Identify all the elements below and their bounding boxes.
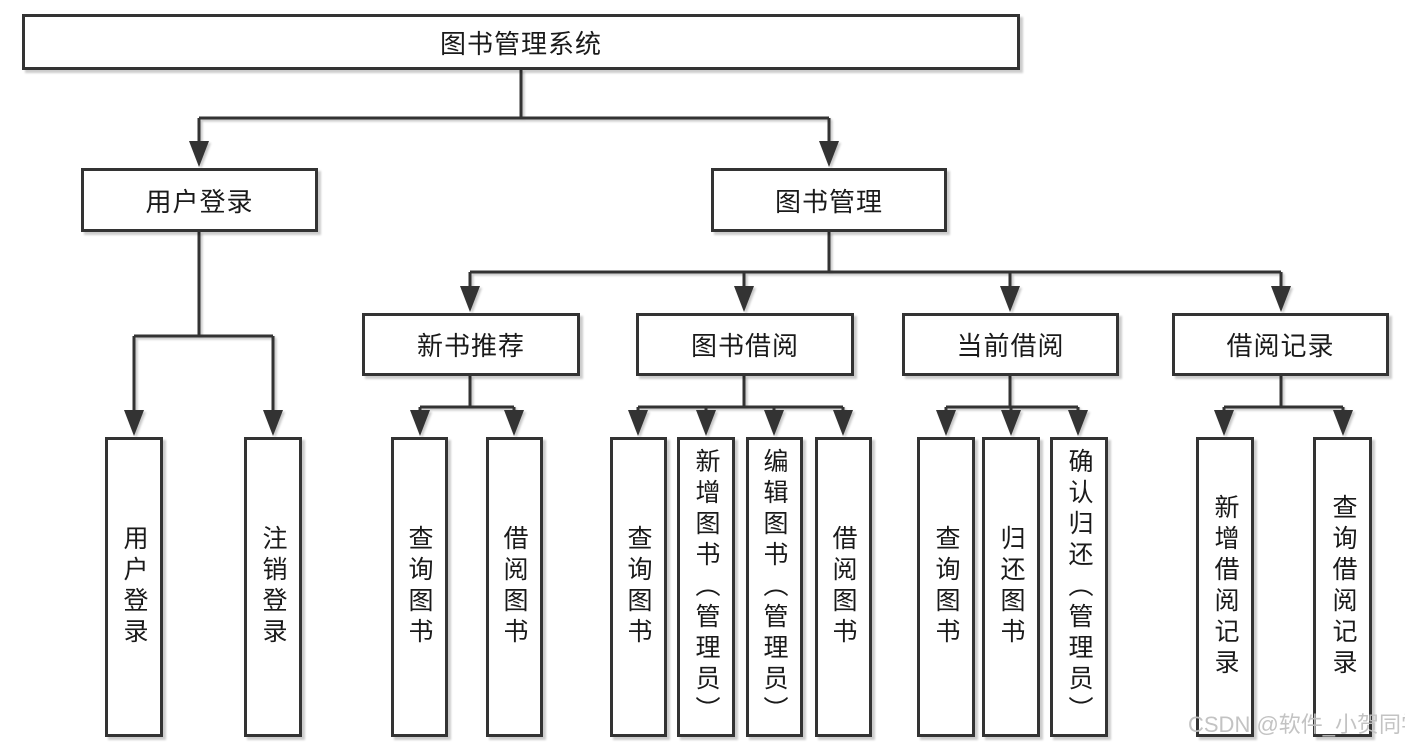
leaf-edit-book-admin: 编辑图书（管理员） xyxy=(746,437,803,737)
node-label: 归还图书 xyxy=(997,525,1025,649)
arrowhead-icon xyxy=(1214,410,1234,436)
leaf-add-book-admin: 新增图书（管理员） xyxy=(677,437,735,737)
arrowhead-icon xyxy=(1001,410,1021,436)
connector-book-management-children xyxy=(468,232,1283,290)
arrowhead-icon xyxy=(1068,410,1088,436)
arrowhead-icon xyxy=(1333,410,1353,436)
node-label: 查询图书 xyxy=(405,525,433,649)
arrowhead-icon xyxy=(936,410,956,436)
arrowhead-icon xyxy=(734,286,754,312)
connector-new-book-recommend-children xyxy=(418,376,516,414)
leaf-return-books: 归还图书 xyxy=(982,437,1040,737)
leaf-logout: 注销登录 xyxy=(244,437,302,737)
node-current-borrowing: 当前借阅 xyxy=(902,313,1119,376)
connector-paths xyxy=(132,70,1345,414)
connector-book-borrowing-children xyxy=(636,376,845,414)
leaf-borrow-books-borrowing: 借阅图书 xyxy=(815,437,872,737)
arrowhead-icon xyxy=(764,410,784,436)
node-label: 查询借阅记录 xyxy=(1329,494,1357,680)
node-label: 查询图书 xyxy=(624,525,652,649)
connector-root-to-level2 xyxy=(197,70,831,146)
arrowhead-icon xyxy=(628,410,648,436)
leaf-query-borrow-record: 查询借阅记录 xyxy=(1313,437,1372,737)
leaf-confirm-return-admin: 确认归还（管理员） xyxy=(1050,437,1108,737)
node-label: 当前借阅 xyxy=(956,331,1065,361)
node-book-management: 图书管理 xyxy=(711,168,947,232)
node-label: 查询图书 xyxy=(932,525,960,649)
leaf-query-books-borrowing: 查询图书 xyxy=(610,437,667,737)
arrowhead-icon xyxy=(124,410,144,436)
node-label: 借阅图书 xyxy=(500,525,528,649)
node-label: 新增图书（管理员） xyxy=(692,447,720,727)
node-label: 新增借阅记录 xyxy=(1211,494,1239,680)
leaf-borrow-books-recommend: 借阅图书 xyxy=(486,437,543,737)
csdn-watermark: CSDN @软件_小贺同学 xyxy=(1188,712,1405,737)
connector-current-borrowing-children xyxy=(944,376,1080,414)
arrowhead-icon xyxy=(696,410,716,436)
node-label: 确认归还（管理员） xyxy=(1065,447,1093,727)
node-label: 图书管理系统 xyxy=(439,28,602,59)
node-new-book-recommend: 新书推荐 xyxy=(362,313,580,376)
node-label: 编辑图书（管理员） xyxy=(760,447,788,727)
node-label: 注销登录 xyxy=(259,525,287,649)
leaf-add-borrow-record: 新增借阅记录 xyxy=(1196,437,1254,737)
connector-user-login-children xyxy=(132,232,275,414)
arrowhead-icon xyxy=(410,410,430,436)
leaf-query-books-current: 查询图书 xyxy=(917,437,975,737)
node-label: 用户登录 xyxy=(145,186,254,217)
node-library-management-system: 图书管理系统 xyxy=(22,14,1020,70)
node-label: 图书管理 xyxy=(774,186,883,217)
leaf-user-login: 用户登录 xyxy=(105,437,163,737)
arrowhead-icon xyxy=(1000,286,1020,312)
arrowhead-icon xyxy=(460,286,480,312)
node-label: 借阅记录 xyxy=(1226,331,1335,361)
arrowhead-icon xyxy=(1271,286,1291,312)
connector-borrowing-records-children xyxy=(1222,376,1345,414)
node-label: 用户登录 xyxy=(120,525,148,649)
leaf-query-books-recommend: 查询图书 xyxy=(391,437,448,737)
node-user-login: 用户登录 xyxy=(81,168,318,232)
node-borrowing-records: 借阅记录 xyxy=(1172,313,1389,376)
arrowhead-icon xyxy=(263,410,283,436)
node-label: 新书推荐 xyxy=(416,331,525,361)
arrowhead-icon xyxy=(189,141,209,167)
arrowhead-icon xyxy=(504,410,524,436)
node-book-borrowing: 图书借阅 xyxy=(636,313,854,376)
arrowhead-icon xyxy=(819,141,839,167)
node-label: 图书借阅 xyxy=(690,331,799,361)
arrowhead-icon xyxy=(833,410,853,436)
node-label: 借阅图书 xyxy=(829,525,857,649)
